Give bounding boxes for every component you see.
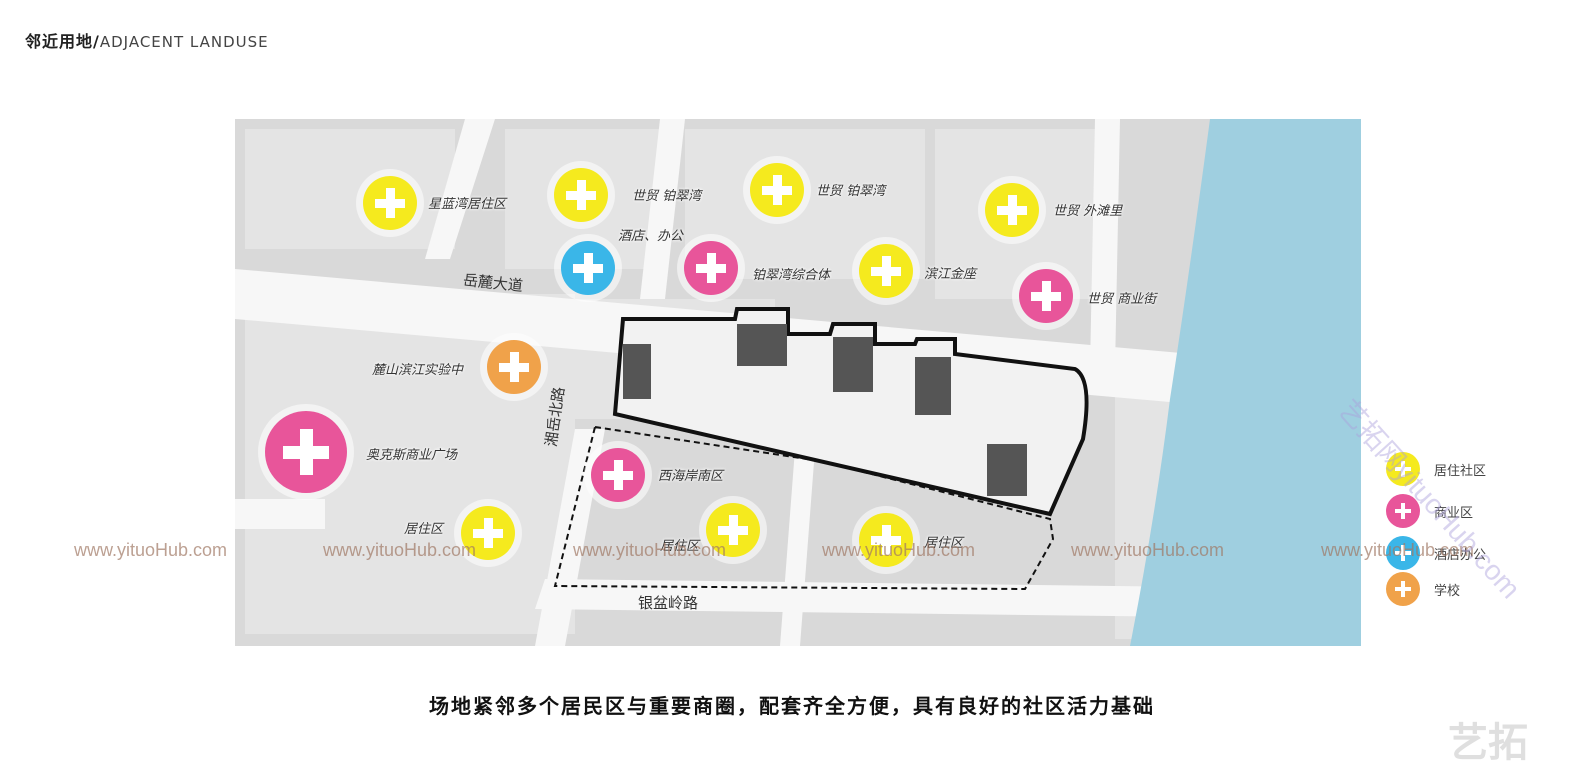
river: [1130, 119, 1361, 646]
poi-marker-residential: [852, 237, 920, 305]
title-en: ADJACENT LANDUSE: [99, 33, 269, 51]
watermark: www.yituoHub.com: [1071, 540, 1225, 560]
poi-marker-commercial: [1012, 262, 1080, 330]
plus-icon: [1386, 572, 1420, 606]
plus-icon: [561, 241, 615, 295]
page-title: 邻近用地/ADJACENT LANDUSE: [25, 28, 269, 52]
poi-marker-commercial: [258, 404, 354, 500]
poi-marker-residential: [743, 156, 811, 224]
plus-icon: [750, 163, 804, 217]
watermark: www.yituoHub.com: [1321, 540, 1475, 560]
poi-label: 酒店、办公: [618, 229, 684, 244]
plus-icon: [487, 340, 541, 394]
poi-marker-office: [554, 234, 622, 302]
watermark: www.yituoHub.com: [74, 540, 228, 560]
plus-icon: [684, 241, 738, 295]
plus-icon: [1386, 452, 1420, 486]
poi-marker-residential: [699, 496, 767, 564]
legend-label: 学校: [1434, 584, 1461, 599]
poi-marker-commercial: [584, 441, 652, 509]
poi-marker-residential: [852, 506, 920, 574]
legend-label: 居住社区: [1434, 464, 1487, 479]
poi-marker-residential: [978, 176, 1046, 244]
plus-icon: [461, 506, 515, 560]
title-cn: 邻近用地/: [25, 32, 100, 51]
poi-label: 滨江金座: [924, 267, 977, 282]
plus-icon: [363, 176, 417, 230]
legend-label: 商业区: [1434, 506, 1474, 521]
poi-label: 奥克斯商业广场: [366, 448, 458, 463]
watermark: www.yituoHub.com: [323, 540, 477, 560]
plus-icon: [554, 168, 608, 222]
dashed-boundary: [553, 425, 1055, 591]
poi-marker-school: [480, 333, 548, 401]
legend-item-residential: 居住社区: [1386, 452, 1556, 486]
poi-label: 世贸 铂翠湾: [632, 189, 702, 204]
plus-icon: [265, 411, 347, 493]
legend-item-school: 学校: [1386, 572, 1556, 606]
poi-label: 居住区: [660, 539, 700, 554]
plus-icon: [859, 513, 913, 567]
caption: 场地紧邻多个居民区与重要商圈，配套齐全方便，具有良好的社区活力基础: [429, 694, 1155, 718]
legend-label: 酒店办公: [1434, 548, 1487, 563]
poi-label: 居住区: [924, 536, 964, 551]
plus-icon: [1386, 494, 1420, 528]
poi-marker-residential: [356, 169, 424, 237]
poi-marker-commercial: [677, 234, 745, 302]
road-label-yinpen: 银盆岭路: [638, 594, 699, 612]
poi-label: 星蓝湾居住区: [428, 197, 507, 212]
poi-label: 世贸 商业街: [1087, 292, 1157, 307]
plus-icon: [1386, 536, 1420, 570]
legend-item-office: 酒店办公: [1386, 536, 1556, 570]
poi-marker-residential: [547, 161, 615, 229]
poi-label: 麓山滨江实验中: [372, 363, 464, 378]
project-site: [612, 307, 1089, 517]
watermark: www.yituoHub.com: [822, 540, 976, 560]
poi-label: 铂翠湾综合体: [752, 268, 831, 283]
plus-icon: [985, 183, 1039, 237]
poi-marker-residential: [454, 499, 522, 567]
poi-label: 居住区: [404, 522, 444, 537]
plus-icon: [1019, 269, 1073, 323]
plus-icon: [706, 503, 760, 557]
logo: 艺拓: [1448, 720, 1528, 766]
plus-icon: [591, 448, 645, 502]
plus-icon: [859, 244, 913, 298]
poi-label: 世贸 铂翠湾: [816, 184, 886, 199]
poi-label: 西海岸南区: [658, 469, 724, 484]
legend-item-commercial: 商业区: [1386, 494, 1556, 528]
poi-label: 世贸 外滩里: [1053, 204, 1123, 219]
watermark: www.yituoHub.com: [573, 540, 727, 560]
